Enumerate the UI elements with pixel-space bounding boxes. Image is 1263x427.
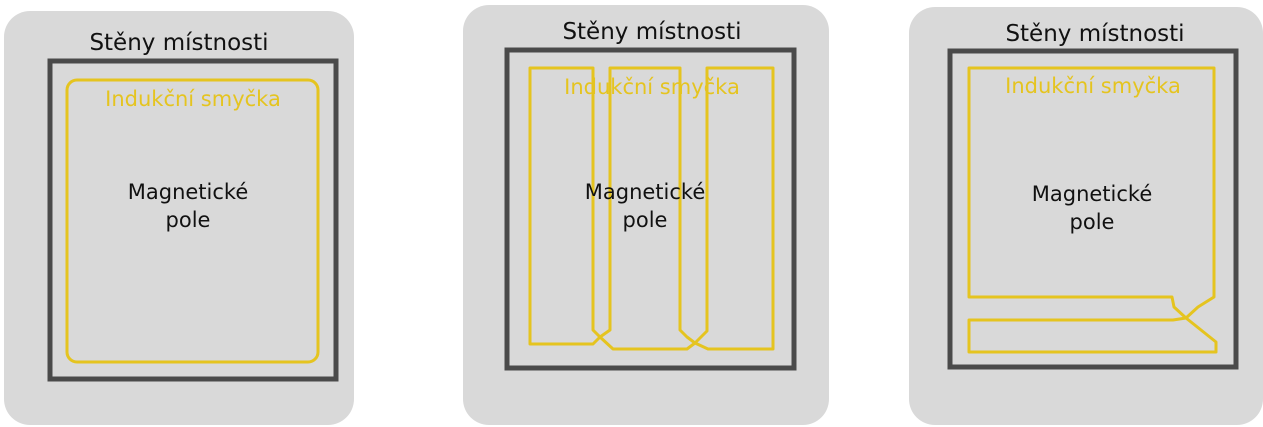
diagram-3: Stěny místnosti Indukční smyčka Magnetic… (947, 21, 1239, 370)
magnetic-field-label-line2: pole (623, 208, 668, 232)
magnetic-field-label-line2: pole (1070, 210, 1115, 234)
induction-loop (65, 78, 320, 364)
room-walls-title: Stěny místnosti (89, 30, 268, 56)
magnetic-field-label-line1: Magnetické (585, 180, 706, 204)
magnetic-field-label-line1: Magnetické (1032, 182, 1153, 206)
diagram-1: Stěny místnosti Indukční smyčka Magnetic… (47, 30, 339, 382)
induction-loop-segment-left (528, 66, 602, 346)
induction-loop (967, 66, 1218, 354)
room-walls (947, 48, 1239, 370)
induction-loop-label: Indukční smyčka (1005, 74, 1181, 98)
magnetic-field-label-line2: pole (166, 208, 211, 232)
induction-loop-segment-middle-right (598, 66, 775, 351)
induction-loop-label: Indukční smyčka (105, 87, 281, 111)
room-walls-title: Stěny místnosti (1005, 21, 1184, 47)
room-walls (47, 58, 339, 382)
diagram-panel-serpentine-loop (463, 5, 829, 425)
room-walls (504, 47, 797, 371)
magnetic-field-label-line1: Magnetické (128, 180, 249, 204)
induction-loop-label: Indukční smyčka (564, 75, 740, 99)
room-walls-title: Stěny místnosti (562, 19, 741, 45)
diagram-2: Stěny místnosti Indukční smyčka Magnetic… (504, 19, 797, 371)
